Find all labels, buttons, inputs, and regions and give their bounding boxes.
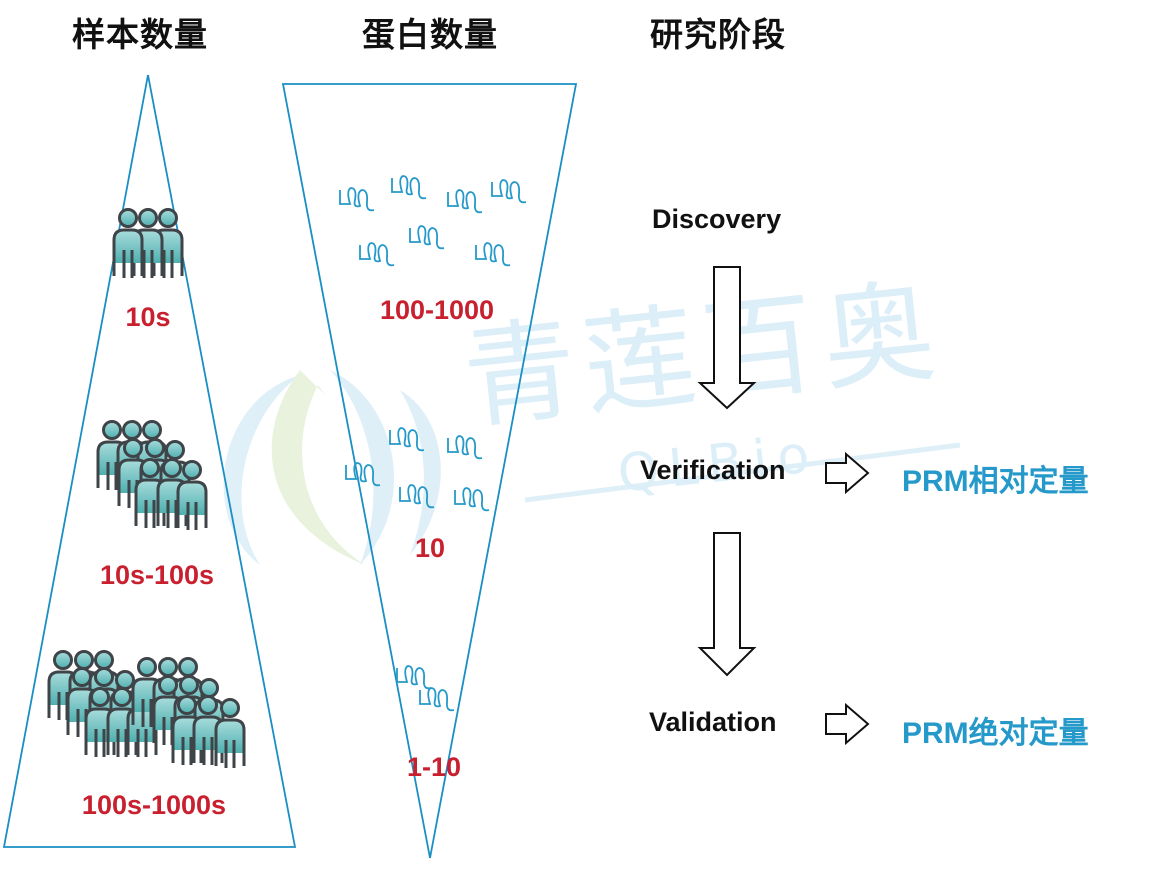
protein-label-few: 1-10 [406, 752, 462, 782]
arrow-down-discovery-to-verification [697, 266, 757, 410]
protein-label-many: 100-1000 [379, 295, 495, 325]
protein-funnel [281, 83, 578, 859]
stage-validation: Validation [649, 707, 777, 737]
arrow-right-verification [825, 451, 870, 495]
people-group-small-icon [112, 208, 184, 280]
protein-helix-several-icon [345, 427, 490, 512]
sample-label-large: 100s-1000s [81, 790, 227, 820]
watermark-arc-right [330, 370, 395, 565]
watermark-arc-outer [400, 390, 441, 555]
protein-count-title: 蛋白数量 [362, 15, 498, 54]
people-group-medium-icon [96, 420, 208, 532]
sample-label-medium: 10s-100s [99, 560, 215, 590]
arrow-right-validation [825, 702, 870, 746]
protein-label-several: 10 [414, 533, 446, 563]
sample-label-small: 10s [125, 302, 171, 332]
arrow-down-verification-to-validation [697, 532, 757, 677]
stage-verification: Verification [640, 455, 786, 485]
protein-helix-few-icon [396, 665, 455, 712]
method-absolute-quantification: PRM绝对定量 [902, 717, 1089, 750]
sample-pyramid [2, 74, 297, 848]
protein-helix-many-icon [339, 175, 527, 267]
sample-count-title: 样本数量 [72, 15, 208, 54]
watermark-line [524, 442, 961, 503]
research-stage-title: 研究阶段 [650, 15, 786, 54]
stage-discovery: Discovery [652, 204, 782, 234]
watermark-arc-left [223, 375, 300, 565]
watermark-green-arrow [271, 370, 365, 565]
people-group-large-icon [47, 650, 246, 770]
method-relative-quantification: PRM相对定量 [902, 465, 1089, 498]
